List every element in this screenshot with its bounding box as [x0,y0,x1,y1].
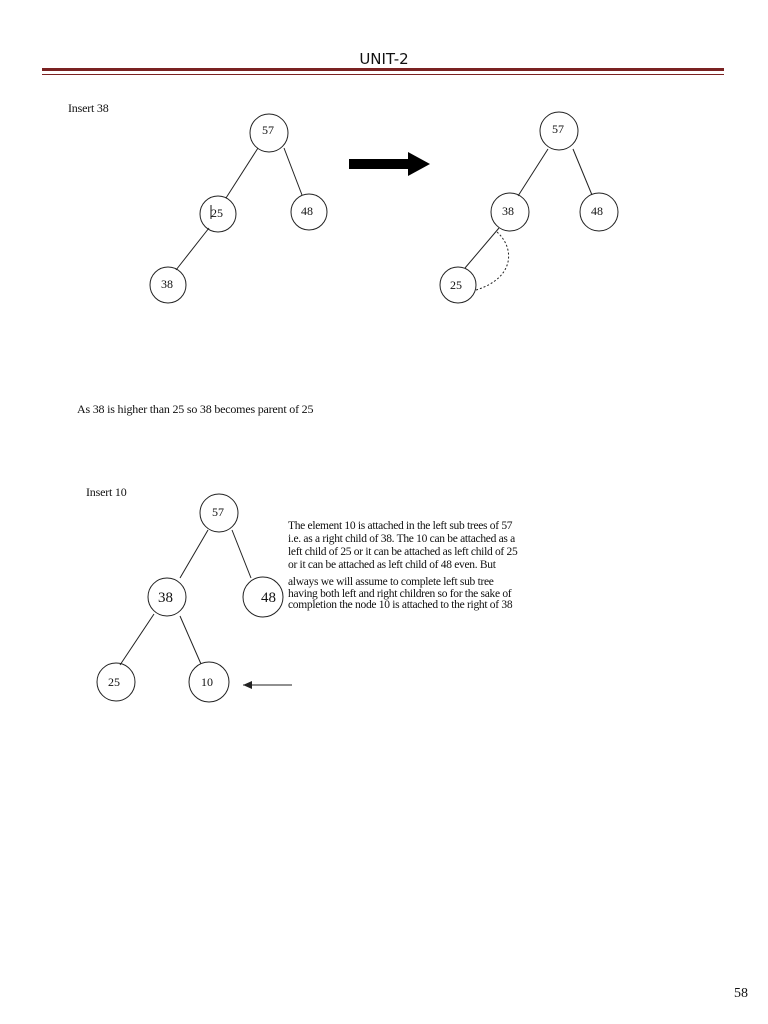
page-header-title: UNIT-2 [359,50,409,68]
explanation-line: or it can be attached as left child of 4… [288,559,496,571]
insert-38-caption: As 38 is higher than 25 so 38 becomes pa… [77,402,314,416]
pointer-arrow-icon [243,681,252,689]
edge-38-25 [464,227,500,269]
after-tree [439,111,619,304]
header-rule-thick [42,68,724,71]
node-57 [249,113,289,153]
node-48 [242,576,284,618]
edge-57-48 [231,529,252,579]
node-57-label: 57 [212,505,224,519]
page-number: 58 [734,986,748,1001]
node-10-label: 10 [201,675,213,689]
node-57 [539,111,579,151]
node-48-label: 48 [261,590,276,606]
insert-10-label: Insert 10 [86,485,127,499]
explanation-line: The element 10 is attached in the left s… [288,520,513,532]
edge-25-38 [175,227,210,271]
node-57 [199,493,239,533]
node-38-label: 38 [158,590,173,606]
node-25 [96,662,136,702]
insert-10-tree [96,493,292,703]
edge-57-38 [179,529,209,579]
node-25-label: 25 [108,675,120,689]
node-38-label: 38 [161,277,173,291]
node-48 [290,193,328,231]
explanation-line: left child of 25 or it can be attached a… [288,546,518,558]
node-38 [490,192,530,232]
node-38 [147,577,187,617]
explanation-line: having both left and right children so f… [288,588,512,600]
node-48 [579,192,619,232]
insert-38-label: Insert 38 [68,101,109,115]
edge-57-38 [517,148,549,197]
header-rule-thin [42,74,724,75]
node-38 [149,266,187,304]
edge-57-48 [283,147,303,196]
swap-arc [475,231,510,291]
node-25 [439,266,477,304]
transform-arrow-icon [349,152,430,176]
edge-57-48 [572,148,593,196]
explanation-line: i.e. as a right child of 38. The 10 can … [288,533,515,545]
node-25-label: 25 [450,278,462,292]
node-25-label: 25 [211,206,223,220]
node-48-label: 48 [301,204,313,218]
explanation-line: completion the node 10 is attached to th… [288,599,513,611]
node-48-label: 48 [591,204,603,218]
edge-57-25 [225,147,259,199]
edge-38-10 [179,615,202,665]
edge-38-25 [119,613,155,666]
node-57-label: 57 [262,123,274,137]
node-38-label: 38 [502,204,514,218]
insert-10-explanation: The element 10 is attached in the left s… [288,520,588,611]
node-25 [199,195,237,233]
node-57-label: 57 [552,122,564,136]
explanation-line: always we will assume to complete left s… [288,576,494,588]
before-tree [149,113,328,304]
node-10 [188,661,230,703]
